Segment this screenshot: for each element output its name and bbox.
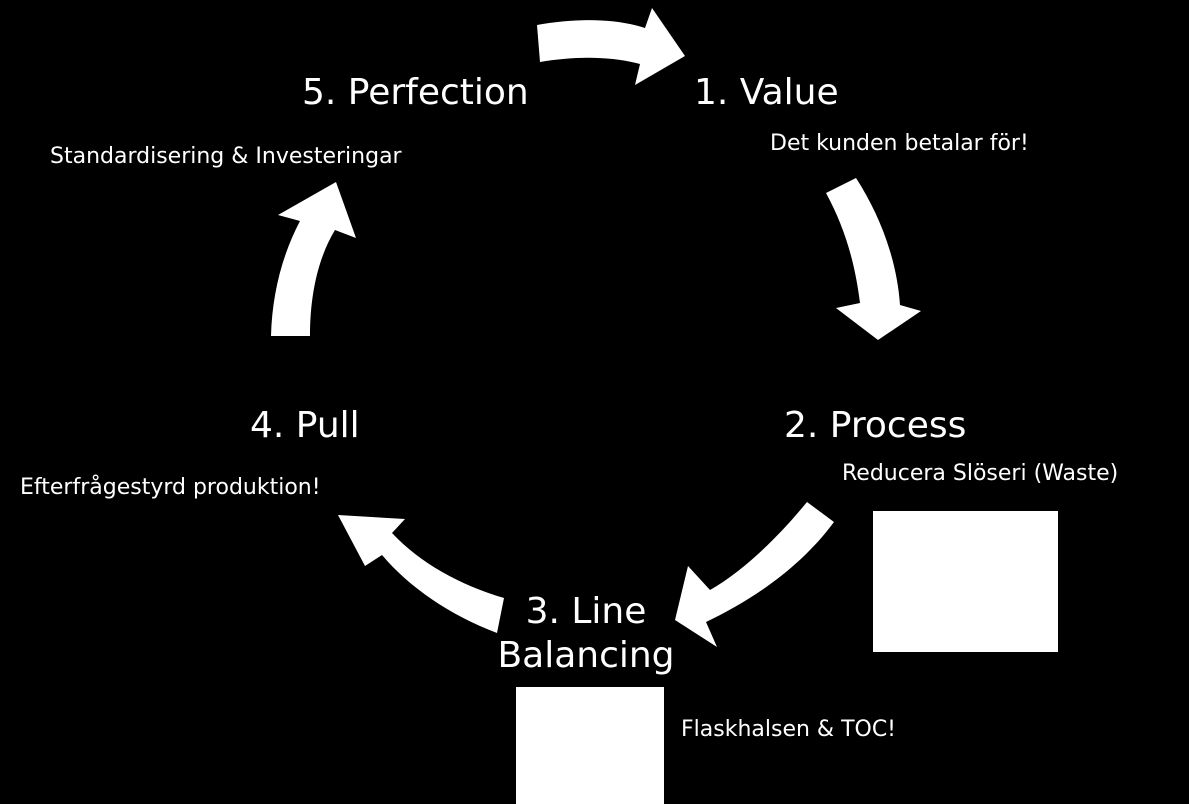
step-pull-title: 4. Pull [250,405,360,446]
arrow-perfection-to-value [537,8,685,85]
arrow-line-balancing-to-pull [338,515,504,633]
arrow-pull-to-perfection [271,182,356,336]
step-pull-note: Efterfrågestyrd produktion! [20,475,321,500]
step-perfection-title: 5. Perfection [302,72,529,113]
process-image-placeholder [873,511,1058,652]
arrow-value-to-process [826,178,921,340]
step-value-note: Det kunden betalar för! [770,131,1029,156]
line-balancing-image-placeholder [516,687,664,804]
step-value-title: 1. Value [694,72,839,113]
step-process-title: 2. Process [784,405,967,446]
step-line-balancing-title: 3. Line Balancing [497,591,675,676]
step-line-balancing-note: Flaskhalsen & TOC! [681,717,897,742]
step-process-note: Reducera Slöseri (Waste) [842,461,1119,486]
step-perfection-note: Standardisering & Investeringar [50,144,402,169]
arrow-process-to-line-balancing [675,502,834,647]
